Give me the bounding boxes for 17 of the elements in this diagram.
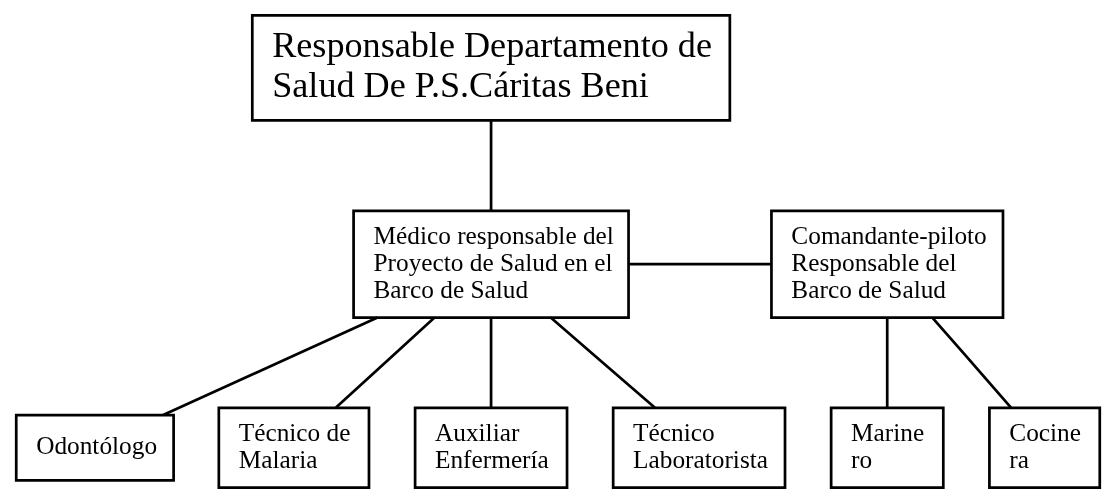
node-box: Responsable Departamento de Salud De P.S.Cáritas Beni <box>250 14 731 122</box>
node-box: Técnico de Malaria <box>216 406 370 489</box>
node-box: Odontólogo <box>14 413 175 482</box>
node-box: Comandante-piloto Responsable del Barco de Salud <box>769 209 1004 319</box>
connector <box>930 316 1012 409</box>
connector <box>549 316 656 409</box>
node-box: Médico responsable del Proyecto de Salud en el Barco de Salud <box>351 209 630 319</box>
node-box: Cocinera <box>987 406 1101 489</box>
connector <box>162 316 378 417</box>
node-box: Marinero <box>829 406 945 489</box>
connector <box>334 316 435 409</box>
node-box: Auxiliar Enfermería <box>413 406 568 489</box>
connector <box>489 317 492 408</box>
connector <box>489 120 492 211</box>
node-box: Técnico Laboratorista <box>611 406 786 489</box>
connector <box>885 317 889 408</box>
connector <box>628 262 771 266</box>
